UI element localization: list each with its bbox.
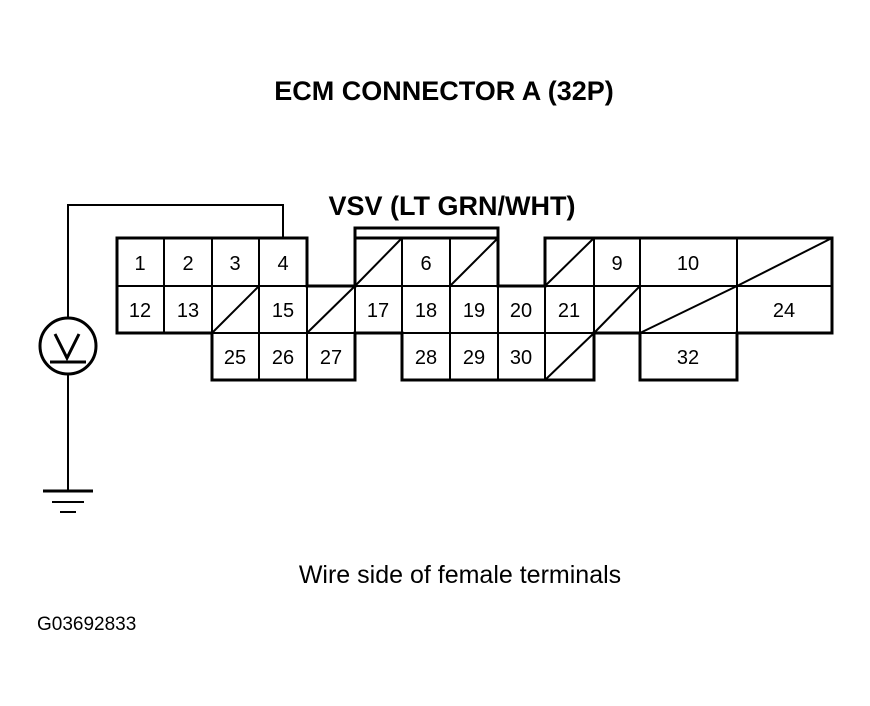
ground-icon bbox=[43, 489, 93, 513]
pin-30-label: 30 bbox=[510, 347, 532, 369]
voltmeter-icon bbox=[38, 316, 98, 376]
signal-label: VSV (LT GRN/WHT) bbox=[329, 191, 576, 221]
pin-4-label: 4 bbox=[277, 253, 288, 275]
pin-3-label: 3 bbox=[229, 253, 240, 275]
pin-6-label: 6 bbox=[420, 253, 431, 275]
pin-13-label: 13 bbox=[177, 300, 199, 322]
caption: Wire side of female terminals bbox=[299, 561, 621, 589]
pin-27-label: 27 bbox=[320, 347, 342, 369]
pin-10-label: 10 bbox=[677, 253, 699, 275]
pin-2-label: 2 bbox=[182, 253, 193, 275]
pin-26-label: 26 bbox=[272, 347, 294, 369]
pin-24-label: 24 bbox=[773, 300, 795, 322]
pin-17-label: 17 bbox=[367, 300, 389, 322]
pin-32-label: 32 bbox=[677, 347, 699, 369]
test-lead-wire bbox=[67, 204, 284, 322]
pin-9-label: 9 bbox=[611, 253, 622, 275]
pin-18-label: 18 bbox=[415, 300, 437, 322]
pin-20-label: 20 bbox=[510, 300, 532, 322]
figure-code: G03692833 bbox=[37, 614, 136, 635]
pin-28-label: 28 bbox=[415, 347, 437, 369]
pin-15-label: 15 bbox=[272, 300, 294, 322]
pin-21-label: 21 bbox=[558, 300, 580, 322]
empty-cavity-marks bbox=[211, 237, 833, 381]
pin-29-label: 29 bbox=[463, 347, 485, 369]
diagram-title: ECM CONNECTOR A (32P) bbox=[274, 76, 614, 106]
pin-25-label: 25 bbox=[224, 347, 246, 369]
pin-19-label: 19 bbox=[463, 300, 485, 322]
pin-12-label: 12 bbox=[129, 300, 151, 322]
pin-1-label: 1 bbox=[134, 253, 145, 275]
